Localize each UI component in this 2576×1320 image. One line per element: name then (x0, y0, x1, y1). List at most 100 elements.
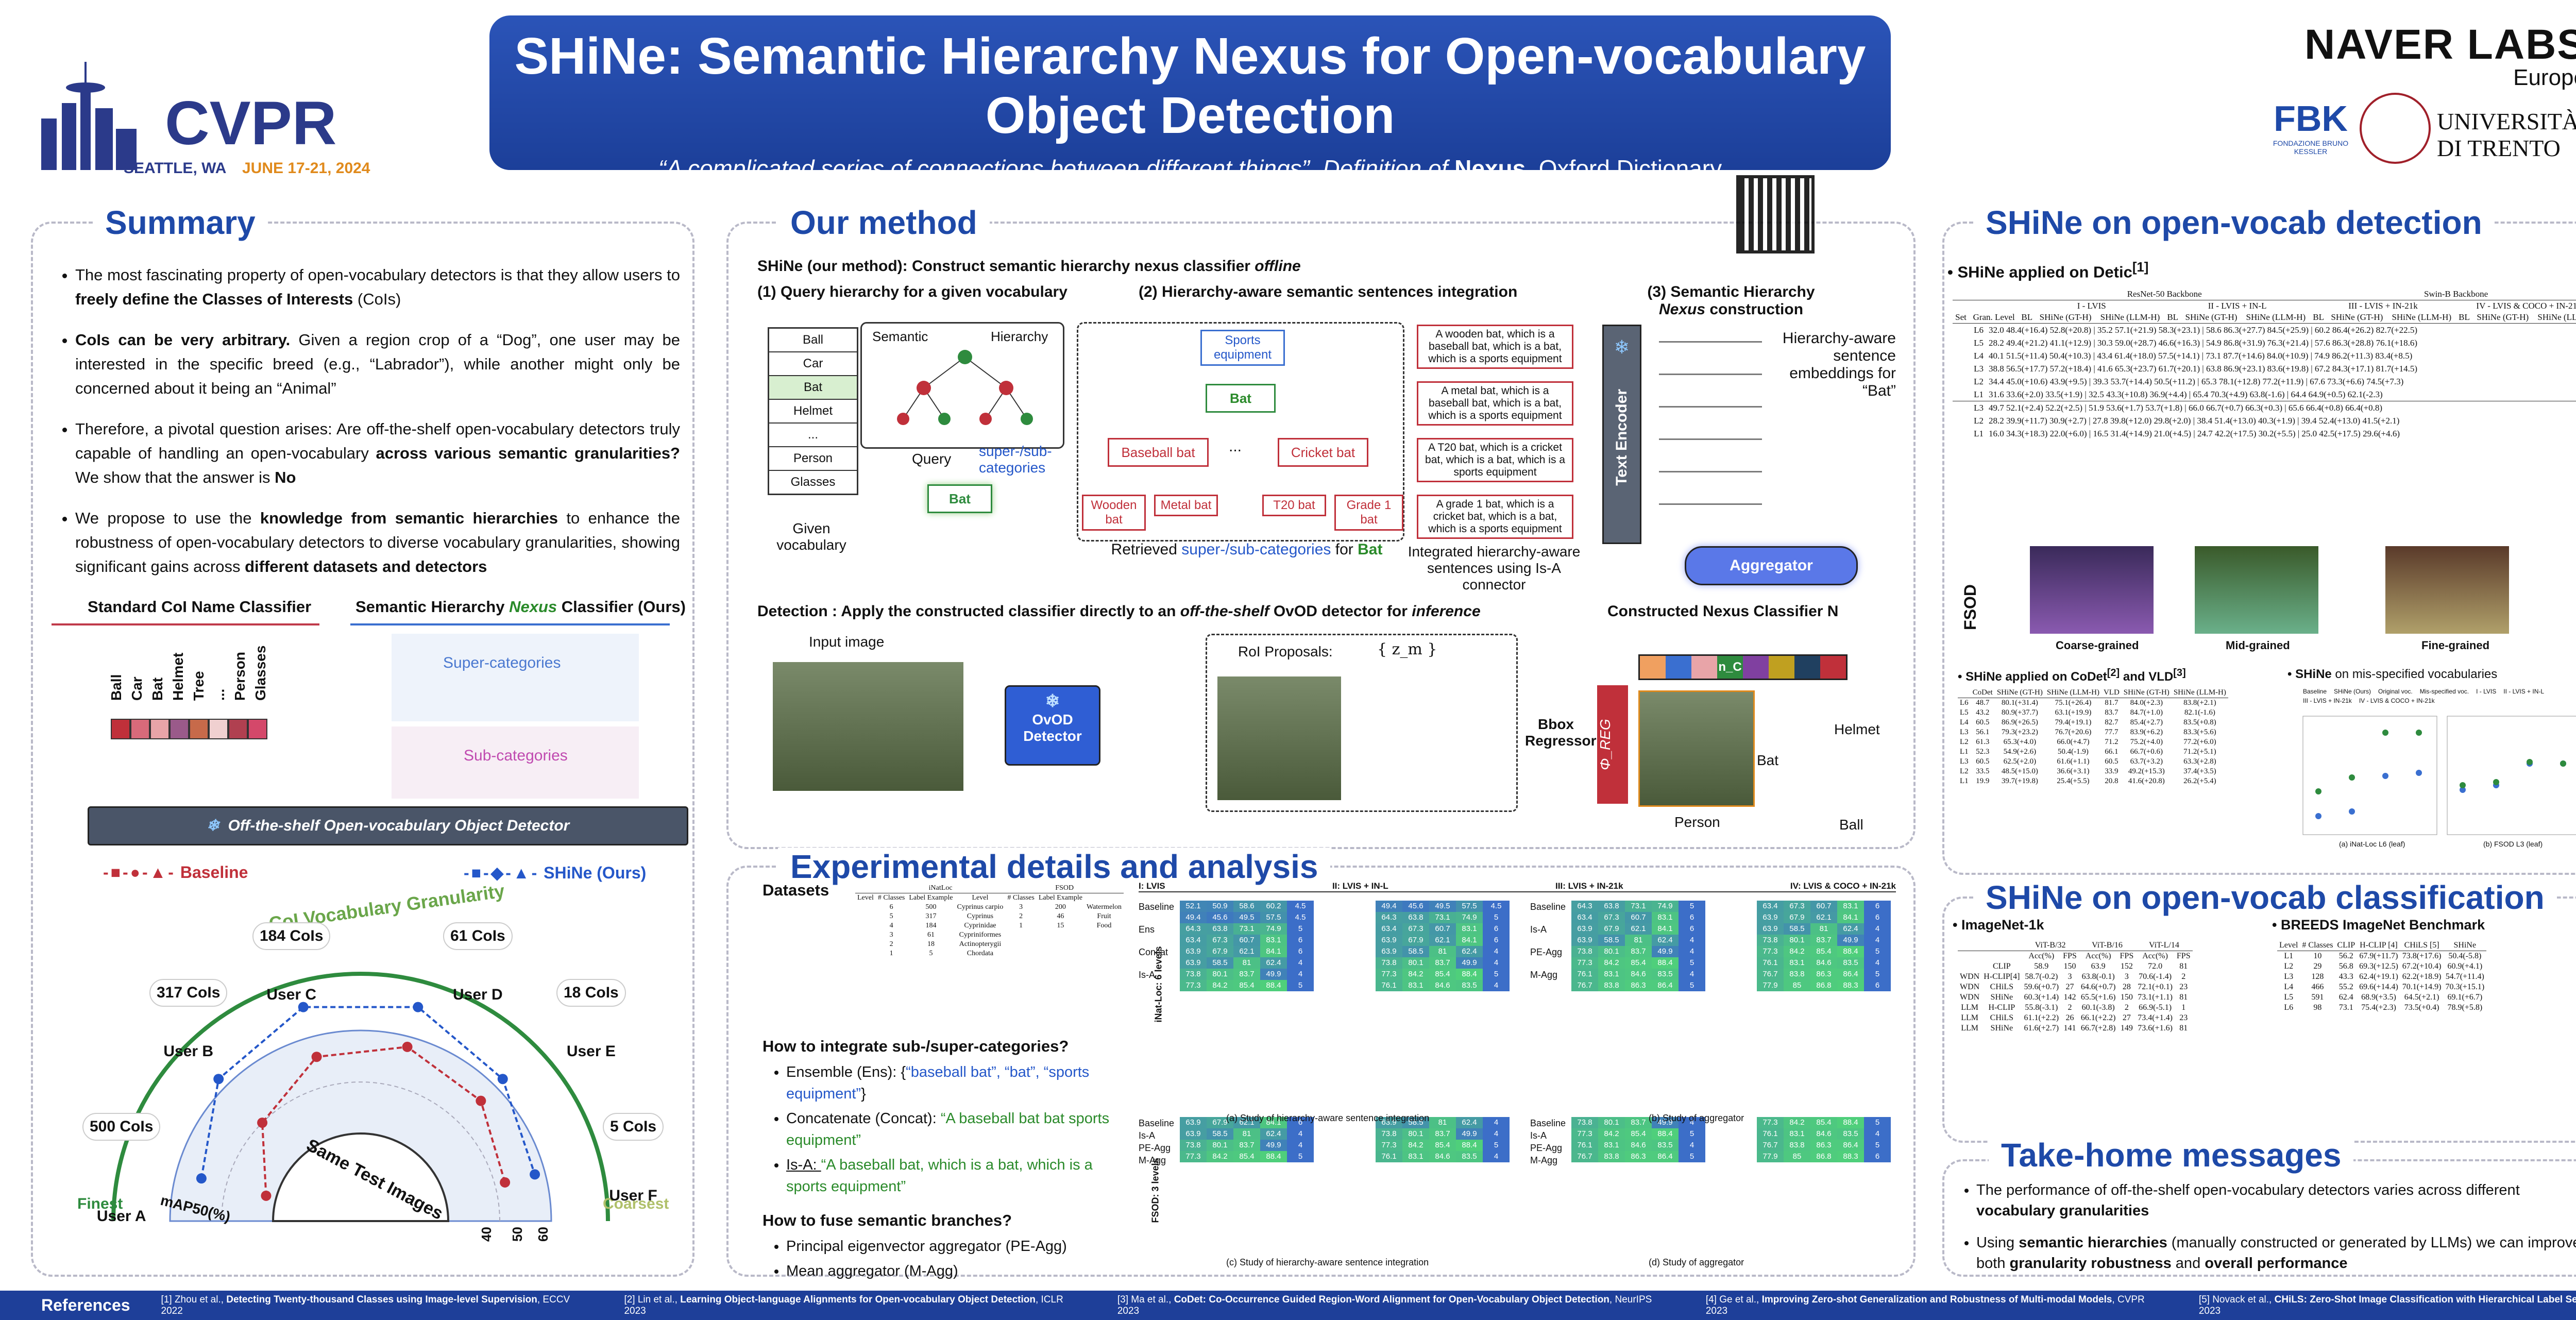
sub-categories-block: Sub-categories (392, 726, 639, 799)
heatmap-cell: 57.5 (1260, 912, 1287, 923)
table-cell: 79.4(+19.1) (2055, 718, 2092, 726)
table-cell: L2 (1960, 767, 1969, 775)
retrieved-hierarchy-box (1077, 322, 1404, 541)
table-cell: 84.7(+1.0) (2130, 708, 2163, 717)
table-cell: 2 (2124, 1003, 2129, 1012)
author-list: Mingxuan Liu Tyler L. Hayes Elisa Ricci … (489, 194, 1891, 217)
table-cell: 2 (2067, 1003, 2072, 1012)
author: Riccardo Volpi (1450, 194, 1585, 216)
heatmap-cell: 80.1 (1402, 1128, 1429, 1140)
heatmap-cell: 83.5 (1837, 957, 1864, 969)
heatmap-cell: 83.8 (1784, 1140, 1810, 1151)
coi-name: Helmet (170, 652, 186, 701)
heatmap-cell: 73.8 (1376, 957, 1402, 969)
step2-title: (2) Hierarchy-aware semantic sentences i… (1139, 283, 1518, 300)
heatmap-cell: 81 (1625, 935, 1652, 946)
reference-item: [5] Novack et al., CHiLS: Zero-Shot Imag… (2198, 1294, 2576, 1316)
heatmap-cell: 63.9 (1571, 923, 1598, 935)
table-cell: 79.3(+23.2) (2001, 728, 2038, 736)
heatmap-cell: 63.9 (1757, 923, 1784, 935)
leaf-node: Wooden bat (1082, 495, 1146, 531)
takehome-title: Take-home messages (1989, 1136, 2354, 1174)
table-cell: 64.6(+0.7) (2080, 983, 2116, 991)
table-cell: 2 (2181, 972, 2186, 981)
table-cell: 23 (2179, 1013, 2188, 1022)
table-cell: 62.5(+2.0) (2003, 757, 2037, 766)
isa-item: Is-A: “A baseball bat, which is a bat, w… (786, 1154, 1123, 1197)
table-cell: 62.4(+19.1) (2359, 972, 2398, 981)
nc-cell: n_C (1717, 656, 1743, 679)
table-cell: 81 (2179, 1024, 2188, 1033)
supersub-label: super-/sub- categories (979, 443, 1052, 476)
heatmap-cell: 63.9 (1376, 946, 1402, 957)
table-cell: 56.8 (2338, 962, 2353, 971)
org-sub: Europe (2513, 65, 2576, 90)
caption-a: (a) Study of hierarchy-aware sentence in… (1226, 1113, 1430, 1123)
heatmap-cell: 49.9 (1837, 935, 1864, 946)
heatmap-row-label: Baseline (1139, 902, 1175, 912)
caption-c: (c) Study of hierarchy-aware sentence in… (1226, 1257, 1429, 1267)
row-values: 38.8 56.5(+17.7) 57.2(+18.4) | 41.6 65.3… (1989, 364, 2417, 374)
heatmap-cell: 85 (1784, 980, 1810, 991)
scatter-point (2460, 782, 2466, 788)
heatmap-cell: 73.1 (1233, 923, 1260, 935)
row-values: 31.6 33.6(+2.0) 33.5(+1.9) | 32.5 43.3(+… (1989, 390, 2383, 399)
table-cell: 84.0(+2.3) (2130, 699, 2163, 707)
detector-bar: ❄ Off-the-shelf Open-vocabulary Object D… (88, 806, 688, 845)
constructed-label: Constructed Nexus Classifier N (1607, 603, 1839, 620)
table-cell: 150 (2063, 962, 2076, 971)
mis-specified-scatter (2302, 716, 2576, 835)
heatmap-cell: 62.4 (1260, 1128, 1287, 1140)
table-cell: H-CLIP[4] (1984, 972, 2020, 981)
author: Elisa Ricci (1129, 194, 1228, 216)
side-inat: iNat-Loc: 6 levels (1153, 946, 1164, 1023)
heatmap-cell: 5 (1483, 1140, 1510, 1151)
heatmap-cell: 74.9 (1456, 912, 1483, 923)
heatmap-cell: 85.4 (1233, 980, 1260, 991)
table-cell: 152 (2120, 962, 2133, 971)
heatmap-cell: 84.6 (1429, 1151, 1456, 1162)
det-label-person: Person (1674, 814, 1720, 830)
snowflake-icon: ❄ (1045, 691, 1060, 711)
heatmap-cell: 76.7 (1757, 969, 1784, 980)
heatmap-cell: 5 (1864, 946, 1891, 957)
table-cell: 60.1(-3.8) (2081, 1003, 2115, 1012)
heatmap-cell: 81 (1429, 1117, 1456, 1128)
heatmap-row-label: M-Agg (1530, 1155, 1558, 1165)
detection-title-text: SHiNe on open-vocab detection (1973, 204, 2495, 242)
heatmap-cell: 45.6 (1402, 901, 1429, 912)
table-cell: 50.4(-5.8) (2448, 952, 2482, 960)
heatmap-cell: 83.5 (1456, 1151, 1483, 1162)
nexus-definition: “A complicated series of connections bet… (489, 155, 1891, 182)
table-cell: 70.3(+15.1) (2445, 983, 2485, 991)
baseline-line (261, 1045, 506, 1196)
table-cell: 26 (2065, 1013, 2074, 1022)
table-cell: 60.9(+4.1) (2447, 962, 2483, 971)
summary-bullet: The most fascinating property of open-vo… (75, 263, 680, 311)
heatmap-row-label: Baseline (1530, 1118, 1566, 1128)
quote-prefix: “A complicated series of connections bet… (658, 155, 1455, 182)
heatmap-cell: 67.9 (1402, 935, 1429, 946)
table-cell: 73.8(+17.6) (2402, 952, 2442, 960)
heatmap-cell: 83.1 (1652, 912, 1679, 923)
heatmap-cell: 6 (1287, 935, 1314, 946)
img-label: Fine-grained (2421, 639, 2490, 652)
heatmap-cell: 81 (1810, 923, 1837, 935)
heatmap-cell: 86.3 (1810, 1140, 1837, 1151)
heatmap-cell: 67.9 (1598, 923, 1625, 935)
vocab-item: Car (769, 352, 857, 376)
datasets-label: Datasets (762, 881, 829, 899)
heatmap-cell: 80.1 (1784, 935, 1810, 946)
step3-title: (3) Semantic Hierarchy Nexus constructio… (1647, 283, 1815, 318)
heatmap-cell: 84.1 (1837, 912, 1864, 923)
table-cell: 64.5(+2.1) (2404, 993, 2439, 1002)
heatmap-cell: 84.6 (1429, 980, 1456, 991)
heatmap-cell: 58.6 (1233, 901, 1260, 912)
